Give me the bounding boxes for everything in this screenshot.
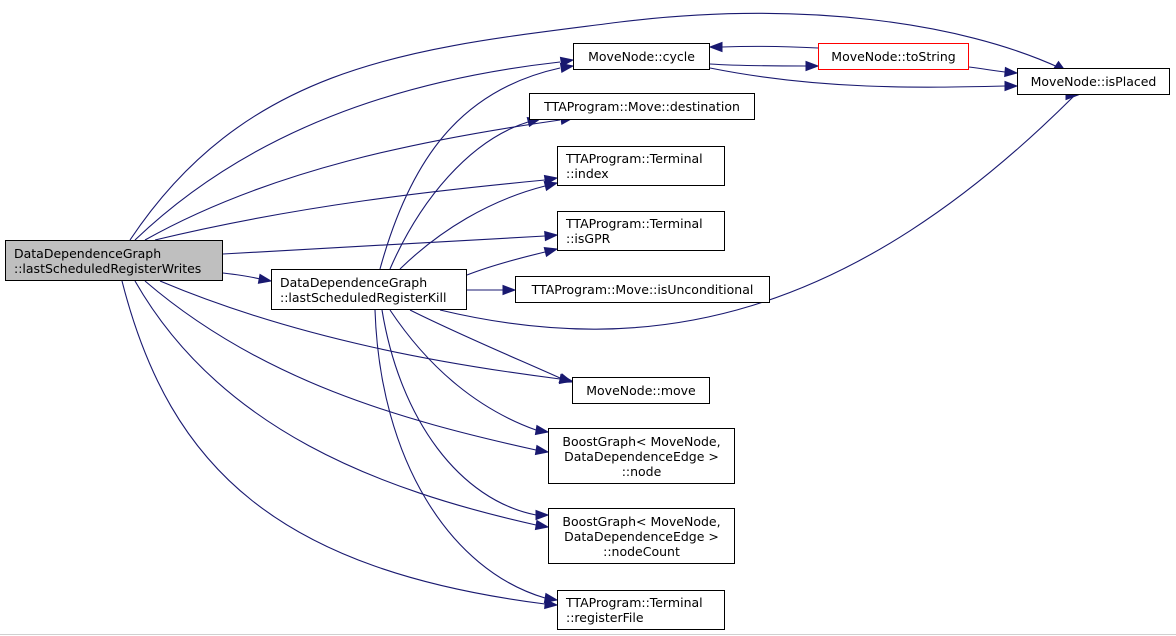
node-line: DataDependenceGraph xyxy=(14,245,162,261)
node-line: ::node xyxy=(621,463,662,479)
edge-root-move xyxy=(159,280,561,380)
edge-root-nodecount-arrowhead xyxy=(534,519,550,531)
edge-root-cycle xyxy=(134,61,561,241)
edge-cycle-tostring-arrowhead xyxy=(805,60,820,72)
edge-tostring-cycle xyxy=(721,45,819,49)
node-movenode-isplaced[interactable]: MoveNode::isPlaced xyxy=(1017,68,1170,95)
node-boostgraph-nodecount[interactable]: BoostGraph< MoveNode, DataDependenceEdge… xyxy=(548,508,735,564)
node-line: ::lastScheduledRegisterKill xyxy=(280,289,447,305)
node-line: DataDependenceGraph xyxy=(280,274,428,290)
node-movenode-cycle[interactable]: MoveNode::cycle xyxy=(573,43,710,70)
edge-root-isgpr xyxy=(222,235,546,255)
node-last-scheduled-register-kill[interactable]: DataDependenceGraph ::lastScheduledRegis… xyxy=(271,269,467,310)
edge-tostring-isplaced-arrowhead xyxy=(1004,66,1019,78)
edge-kill-node xyxy=(389,309,537,431)
node-line: TTAProgram::Terminal xyxy=(566,151,703,166)
node-line: TTAProgram::Terminal xyxy=(566,595,703,610)
edge-kill-node-arrowhead xyxy=(534,424,550,436)
node-terminal-index[interactable]: TTAProgram::Terminal ::index xyxy=(557,146,725,186)
node-line: ::isGPR xyxy=(566,231,611,246)
node-line: MoveNode::cycle xyxy=(588,49,695,64)
edge-root-kill xyxy=(222,272,261,280)
edge-kill-nodecount xyxy=(381,309,537,516)
edge-root-node-arrowhead xyxy=(534,444,550,456)
edge-tostring-isplaced xyxy=(968,66,1006,73)
edge-kill-index-arrowhead xyxy=(543,180,559,192)
node-line: BoostGraph< MoveNode, xyxy=(562,433,721,449)
node-move-destination[interactable]: TTAProgram::Move::destination xyxy=(529,93,755,120)
edge-root-isgpr-arrowhead xyxy=(544,230,559,242)
node-line: TTAProgram::Terminal xyxy=(566,216,703,231)
edge-cycle-isplaced xyxy=(709,67,1006,88)
edge-kill-isplaced xyxy=(439,94,1076,330)
node-line: DataDependenceEdge > xyxy=(564,448,719,464)
edge-root-kill-arrowhead xyxy=(257,273,273,284)
node-terminal-registerfile[interactable]: TTAProgram::Terminal ::registerFile xyxy=(557,590,725,630)
node-line: TTAProgram::Move::isUnconditional xyxy=(531,282,754,297)
edge-kill-index xyxy=(399,185,546,270)
edge-root-nodecount xyxy=(134,280,537,526)
edge-kill-move-arrowhead xyxy=(558,373,574,384)
node-line: ::lastScheduledRegisterWrites xyxy=(14,260,202,276)
node-move-isunconditional[interactable]: TTAProgram::Move::isUnconditional xyxy=(515,276,770,303)
edge-kill-nodecount-arrowhead xyxy=(535,509,550,521)
edge-kill-isunconditional-arrowhead xyxy=(502,284,517,296)
edge-kill-move xyxy=(409,309,561,379)
bottom-divider xyxy=(0,634,1176,635)
edge-tostring-cycle-arrowhead xyxy=(708,41,723,53)
node-line: BoostGraph< MoveNode, xyxy=(562,513,721,529)
node-line: DataDependenceEdge > xyxy=(564,528,719,544)
edge-kill-registerfile-arrowhead xyxy=(543,592,559,604)
edge-kill-isgpr-arrowhead xyxy=(543,246,559,258)
node-last-scheduled-register-writes[interactable]: DataDependenceGraph ::lastScheduledRegis… xyxy=(5,240,223,281)
edge-root-index xyxy=(154,179,546,241)
node-boostgraph-node[interactable]: BoostGraph< MoveNode, DataDependenceEdge… xyxy=(548,428,735,484)
node-line: MoveNode::isPlaced xyxy=(1030,74,1157,89)
edge-kill-cycle-arrowhead xyxy=(559,62,575,74)
node-movenode-move[interactable]: MoveNode::move xyxy=(572,377,710,404)
node-line: MoveNode::move xyxy=(586,383,696,398)
edge-root-registerfile xyxy=(121,280,546,605)
node-line: TTAProgram::Move::destination xyxy=(544,99,740,114)
node-line: ::nodeCount xyxy=(603,543,680,559)
edge-kill-destination xyxy=(389,121,529,270)
node-movenode-tostring[interactable]: MoveNode::toString xyxy=(818,43,969,70)
node-line: MoveNode::toString xyxy=(831,49,956,64)
node-line: ::registerFile xyxy=(566,610,644,625)
edge-kill-registerfile xyxy=(374,309,546,599)
node-terminal-isgpr[interactable]: TTAProgram::Terminal ::isGPR xyxy=(557,211,725,251)
edge-kill-isgpr xyxy=(466,251,546,276)
edge-root-node xyxy=(144,280,537,451)
edge-root-isplaced xyxy=(129,12,1061,241)
edge-root-destination xyxy=(144,119,561,241)
edge-cycle-tostring xyxy=(709,63,807,67)
edge-cycle-isplaced-arrowhead xyxy=(1004,80,1019,92)
edge-kill-cycle xyxy=(379,67,561,270)
node-line: ::index xyxy=(566,166,609,181)
